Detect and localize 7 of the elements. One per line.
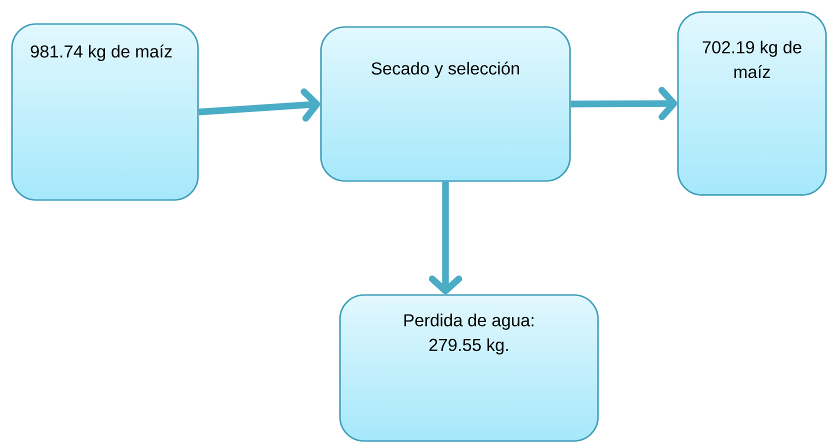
- process-box: 981.74 kg de maíz: [11, 23, 199, 201]
- arrow: [428, 182, 462, 294]
- arrow: [570, 86, 678, 120]
- arrow: [198, 88, 320, 122]
- process-box: 702.19 kg de maíz: [677, 11, 827, 196]
- process-box: Perdida de agua: 279.55 kg.: [339, 294, 599, 442]
- process-box: Secado y selección: [320, 26, 571, 182]
